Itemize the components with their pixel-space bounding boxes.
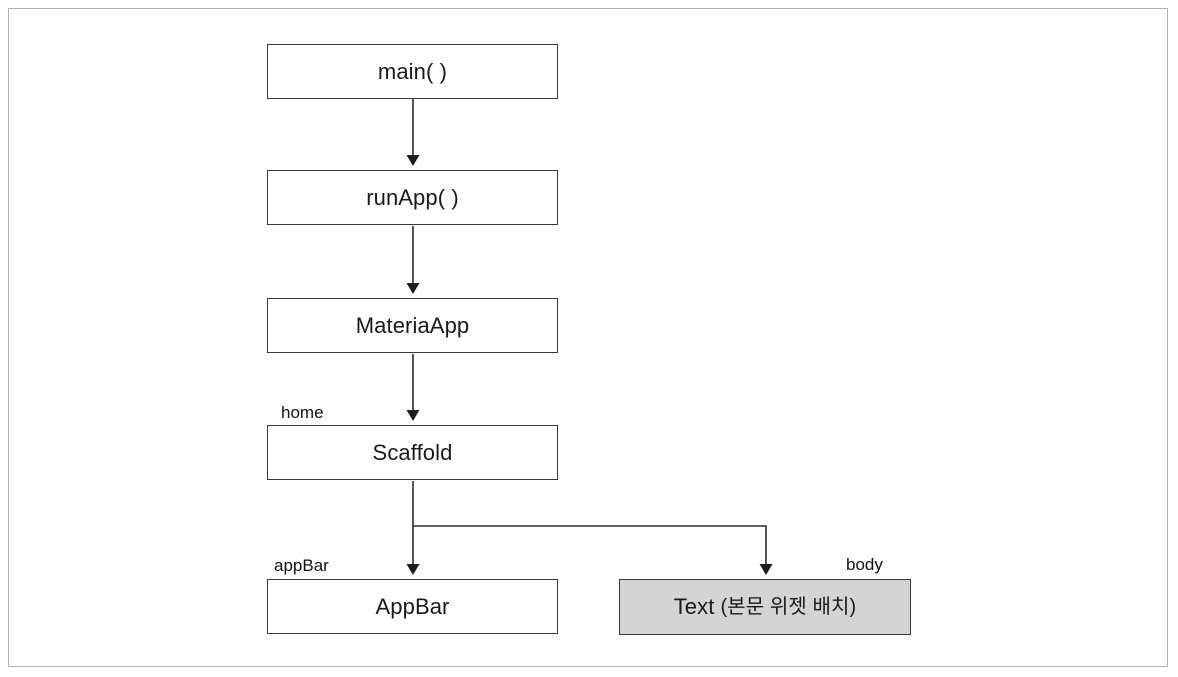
arrow-main-to-runapp xyxy=(406,99,420,166)
node-scaffold[interactable]: Scaffold xyxy=(267,425,558,480)
edge-label-body: body xyxy=(846,555,883,574)
edge-label-appbar: appBar xyxy=(274,556,329,575)
node-text[interactable]: Text (본문 위젯 배치) xyxy=(619,579,911,635)
node-runapp[interactable]: runApp( ) xyxy=(267,170,558,225)
canvas-frame xyxy=(8,8,1168,667)
arrow-runapp-to-materiaapp xyxy=(406,226,420,294)
node-main-label: main( ) xyxy=(377,58,448,84)
node-scaffold-label: Scaffold xyxy=(372,439,453,465)
arrow-scaffold-to-text xyxy=(413,525,773,575)
node-materiaapp[interactable]: MateriaApp xyxy=(267,298,558,353)
node-appbar[interactable]: AppBar xyxy=(267,579,558,634)
node-runapp-label: runApp( ) xyxy=(366,184,459,210)
node-materiaapp-label: MateriaApp xyxy=(355,312,470,338)
arrow-materiaapp-to-scaffold xyxy=(406,354,420,421)
arrow-scaffold-to-appbar xyxy=(406,481,420,575)
edge-label-home: home xyxy=(281,403,324,422)
node-main[interactable]: main( ) xyxy=(267,44,558,99)
node-text-note: (본문 위젯 배치) xyxy=(720,596,857,618)
node-text-label: Text xyxy=(673,594,715,619)
node-appbar-label: AppBar xyxy=(375,593,450,619)
